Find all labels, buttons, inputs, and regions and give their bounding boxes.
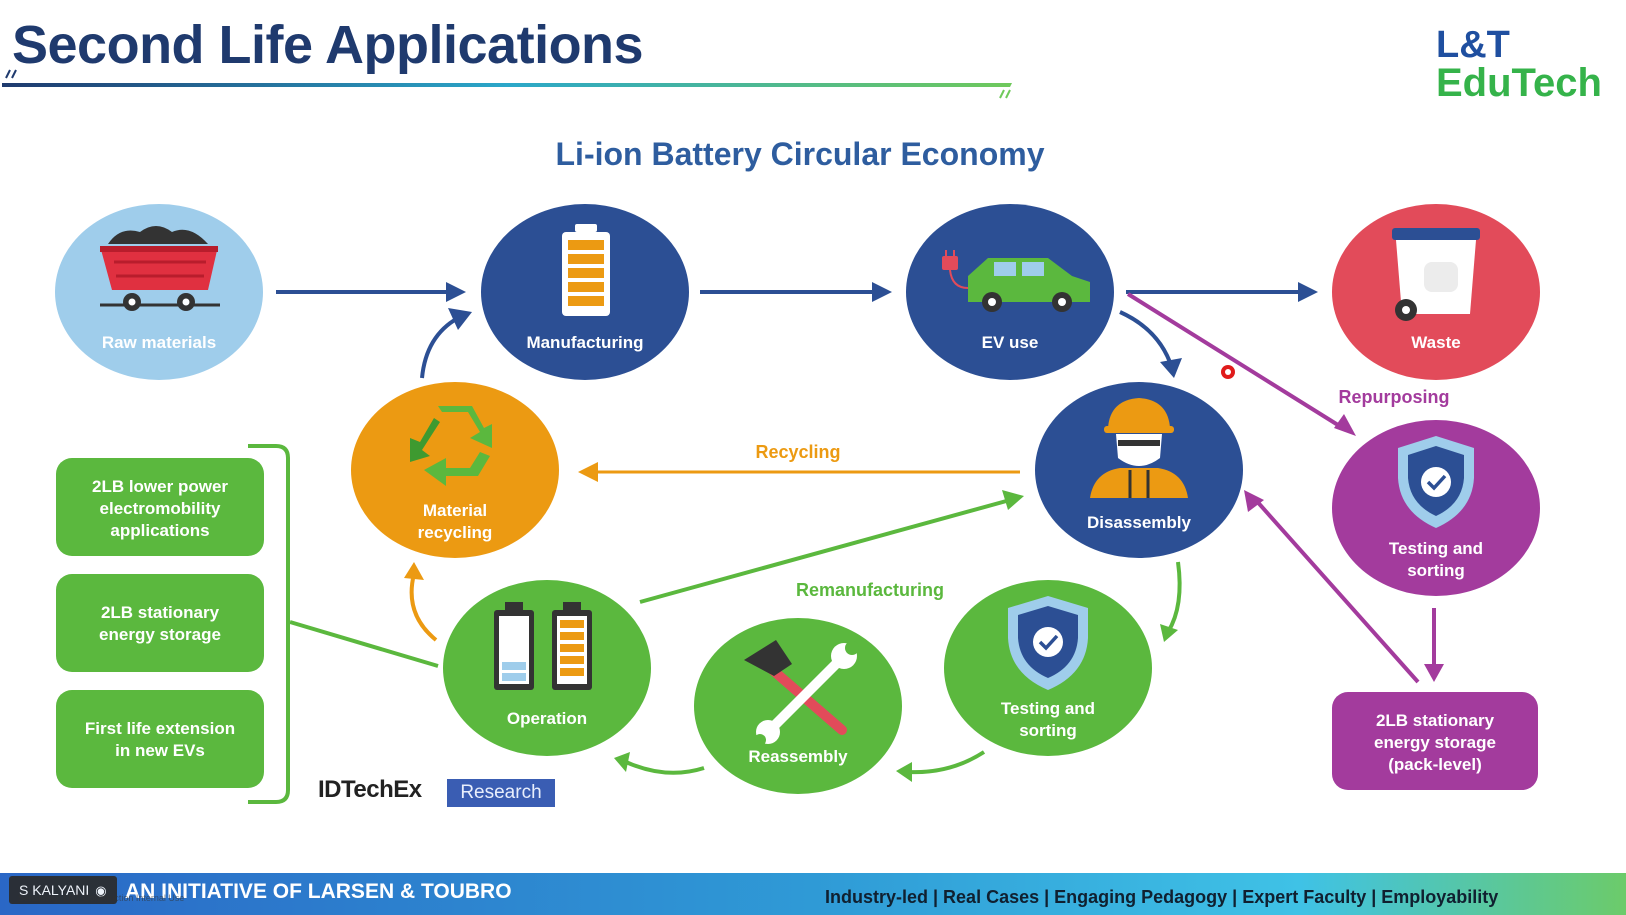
box2-line2: energy storage [99,625,221,644]
material-recycling-label-line2: recycling [418,523,493,542]
waste-label: Waste [1411,333,1460,352]
lt-edutech-logo: L&T EduTech [1436,24,1602,105]
arrow-ev-to-waste [1126,282,1318,302]
box-stationary-energy-storage: 2LB stationary energy storage [56,574,264,672]
sensitivity-watermark: Sensitivity: LNT Construction Internal U… [18,893,185,903]
reassembly-label: Reassembly [748,747,848,766]
recycling-label: Recycling [755,442,840,462]
shield-check-icon [1008,596,1088,690]
source-logo: IDTechEx [318,776,422,803]
battery-icon [562,224,610,316]
worker-icon [1090,398,1188,498]
footer-tagline: Industry-led | Real Cases | Engaging Ped… [825,887,1499,907]
logo-line-2: EduTech [1436,61,1602,105]
right-box-line2: energy storage [1374,733,1496,752]
presenter-name-tag: S KALYANI ◉ [9,876,117,904]
manufacturing-label: Manufacturing [526,333,643,352]
box-first-life-extension: First life extension in new EVs [56,690,264,788]
ev-use-label: EV use [982,333,1039,352]
electric-car-icon [942,250,1090,312]
circular-economy-diagram: Recycling Remanufacturing Repurposing Ra… [2,69,1540,804]
footer-bar: AN INITIATIVE OF LARSEN & TOUBRO Industr… [0,873,1626,915]
disassembly-label: Disassembly [1087,513,1191,532]
arrow-ev-to-testing-purple [1126,292,1356,436]
node-material-recycling: Material recycling [351,382,559,558]
operation-label: Operation [507,709,587,728]
node-manufacturing: Manufacturing [481,204,689,380]
node-reassembly: Reassembly [694,618,902,794]
arrow-testing-green-to-reassembly [896,750,986,782]
title-underline [2,69,1012,99]
box2-line1: 2LB stationary [101,603,220,622]
material-recycling-label-line1: Material [423,501,487,520]
box-stationary-pack-level: 2LB stationary energy storage (pack-leve… [1332,692,1538,790]
arrow-disassembly-to-testing-green [1160,561,1182,642]
node-testing-sorting-green: Testing and sorting [944,580,1152,756]
testing-sorting-green-label-line1: Testing and [1001,699,1095,718]
box1-line3: applications [110,521,209,540]
arrow-testing-purple-to-storage [1424,608,1444,682]
box-lower-power-electromobility: 2LB lower power electromobility applicat… [56,458,264,556]
box1-line1: 2LB lower power [92,477,228,496]
node-raw-materials: Raw materials [55,204,263,380]
raw-materials-label: Raw materials [102,333,216,352]
right-box-line1: 2LB stationary [1376,711,1495,730]
arrow-operation-to-disassembly [639,490,1024,604]
pointer-cursor [1221,365,1235,379]
arrow-storage-to-disassembly [1244,490,1420,684]
arrow-reassembly-to-operation [614,752,705,775]
arrow-manufacturing-to-ev [700,282,892,302]
footer-org: AN INITIATIVE OF LARSEN & TOUBRO [125,880,512,903]
testing-sorting-purple-label-line2: sorting [1407,561,1465,580]
source-tag: Research [447,779,555,807]
tools-icon [744,640,859,746]
node-disassembly: Disassembly [1035,382,1243,558]
presenter-name: S KALYANI [19,882,90,898]
logo-line-1: L&T [1436,24,1510,66]
diagram-title: Li-ion Battery Circular Economy [555,136,1045,172]
node-ev-use: EV use [906,204,1114,380]
arrow-recycling-flow [578,462,1020,482]
arrow-ev-to-disassembly [1119,310,1182,378]
node-waste: Waste [1332,204,1540,380]
node-testing-sorting-purple: Testing and sorting [1332,420,1540,596]
mine-cart-icon [100,226,220,311]
arrow-operation-to-material-recycling [404,562,438,642]
box1-line2: electromobility [100,499,221,518]
testing-sorting-purple-label-line1: Testing and [1389,539,1483,558]
box3-line1: First life extension [85,719,235,738]
recycle-icon [410,406,492,486]
shield-check-icon [1398,436,1474,528]
remanufacturing-label: Remanufacturing [796,580,944,600]
box3-line2: in new EVs [115,741,205,760]
slide-title: Second Life Applications [12,15,644,75]
batteries-icon [494,602,592,690]
repurposing-label: Repurposing [1339,387,1450,407]
testing-sorting-green-label-line2: sorting [1019,721,1077,740]
arrow-raw-to-manufacturing [276,282,466,302]
arrow-recycling-to-manufacturing [420,308,472,379]
bracket-left-boxes [248,444,439,804]
node-operation: Operation [443,580,651,756]
right-box-line3: (pack-level) [1388,755,1482,774]
presenter-status-icon: ◉ [95,883,107,898]
waste-bin-icon [1392,228,1480,321]
